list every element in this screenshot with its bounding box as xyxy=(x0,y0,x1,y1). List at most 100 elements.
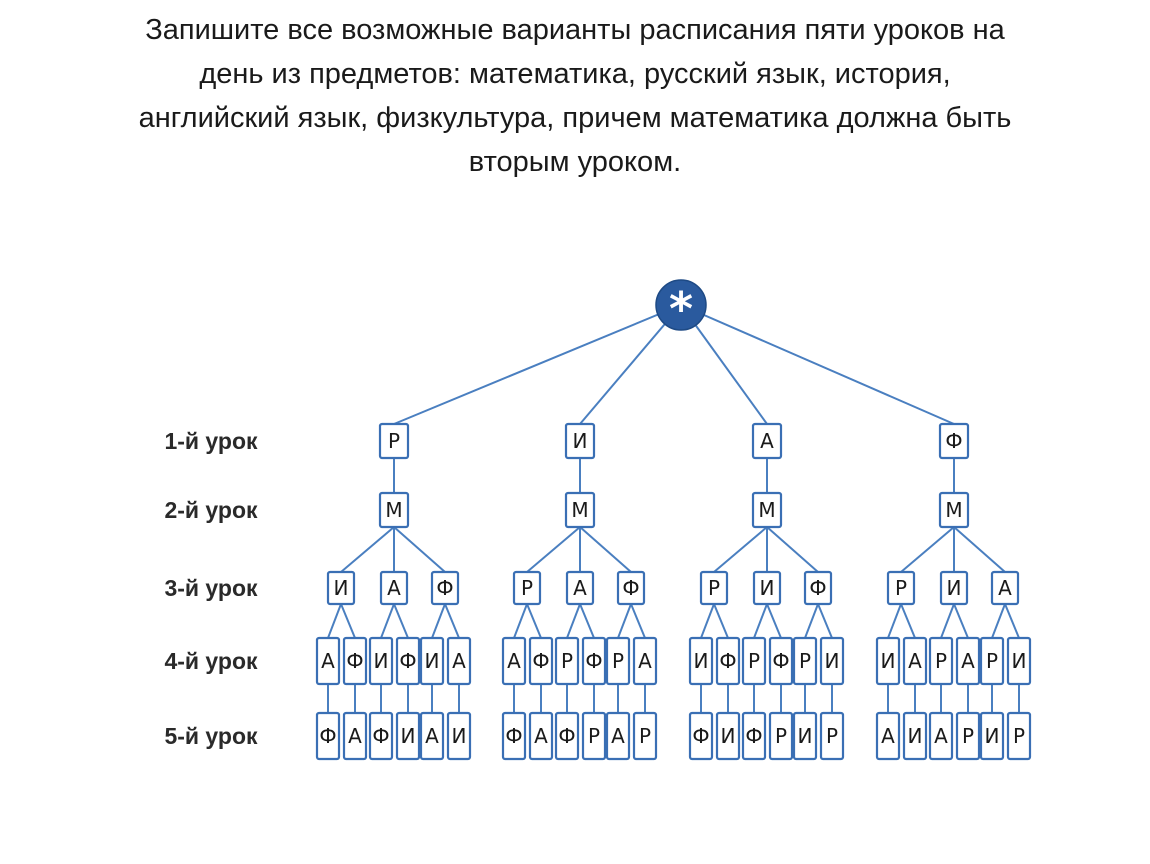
node-box xyxy=(512,570,542,606)
fifth-lesson-node: Р xyxy=(819,711,845,761)
page-title: Запишите все возможные варианты расписан… xyxy=(60,8,1090,184)
node-label: И xyxy=(825,649,840,673)
second-lesson-node: М xyxy=(564,491,596,529)
title-line-4: вторым уроком. xyxy=(468,146,682,178)
node-label: А xyxy=(507,649,521,673)
node-box xyxy=(886,570,916,606)
node-label: И xyxy=(425,649,440,673)
node-label: Ф xyxy=(809,576,826,600)
node-box xyxy=(990,570,1020,606)
node-box xyxy=(395,711,421,761)
node-label: А xyxy=(425,724,439,748)
node-label: А xyxy=(881,724,895,748)
node-label: Ф xyxy=(622,576,639,600)
node-box xyxy=(715,711,741,761)
node-label: И xyxy=(721,724,736,748)
third-lesson-node: А xyxy=(379,570,409,606)
node-label: Ф xyxy=(372,724,389,748)
node-box xyxy=(419,636,445,686)
node-label: И xyxy=(1012,649,1027,673)
fifth-lesson-node: Ф xyxy=(688,711,714,761)
node-box xyxy=(928,711,954,761)
node-label: Р xyxy=(748,649,760,673)
third-lesson-node: И xyxy=(326,570,356,606)
fifth-lesson-node: А xyxy=(419,711,445,761)
edge-third-to-fourth xyxy=(566,603,581,639)
fifth-lesson-node: А xyxy=(875,711,901,761)
node-label: А xyxy=(452,649,466,673)
fourth-lesson-node: Ф xyxy=(528,636,554,686)
edge-third-to-fourth xyxy=(526,603,542,639)
edge-third-to-fourth xyxy=(713,603,729,639)
edge-third-to-fourth xyxy=(1004,603,1020,639)
third-lesson-node: И xyxy=(939,570,969,606)
node-box xyxy=(368,636,394,686)
node-box xyxy=(752,570,782,606)
node-box xyxy=(378,491,410,529)
second-lesson-node: М xyxy=(751,491,783,529)
edge-third-to-fourth xyxy=(887,603,902,639)
fourth-lesson-node: А xyxy=(446,636,472,686)
edge-third-to-fourth xyxy=(991,603,1006,639)
fourth-lesson-node: Ф xyxy=(581,636,607,686)
fourth-lesson-node: А xyxy=(632,636,658,686)
node-box xyxy=(979,636,1005,686)
fifth-lesson-node: Ф xyxy=(741,711,767,761)
node-label: А xyxy=(321,649,335,673)
edge-root-to-first xyxy=(579,304,682,425)
root-circle xyxy=(655,279,707,331)
node-label: Р xyxy=(895,576,907,600)
node-box xyxy=(688,636,714,686)
node-label: Р xyxy=(962,724,974,748)
fourth-lesson-node: И xyxy=(368,636,394,686)
tree-edges xyxy=(327,304,1020,713)
node-label: М xyxy=(758,498,775,522)
edge-third-to-fourth xyxy=(393,603,409,639)
fourth-lesson-node: Р xyxy=(741,636,767,686)
fifth-lesson-node: Ф xyxy=(368,711,394,761)
edge-third-to-fourth xyxy=(340,603,356,639)
node-box xyxy=(342,636,368,686)
fifth-lesson-node: А xyxy=(528,711,554,761)
node-box xyxy=(446,636,472,686)
fifth-lesson-node: И xyxy=(792,711,818,761)
node-label: И xyxy=(452,724,467,748)
node-box xyxy=(688,711,714,761)
node-label: Р xyxy=(986,649,998,673)
node-label: Р xyxy=(639,724,651,748)
node-box xyxy=(315,636,341,686)
node-label: Ф xyxy=(772,649,789,673)
title-line-2: день из предметов: математика, русский я… xyxy=(199,58,951,90)
third-lesson-node: Р xyxy=(512,570,542,606)
node-label: А xyxy=(638,649,652,673)
node-label: И xyxy=(573,429,588,453)
fourth-lesson-node: А xyxy=(955,636,981,686)
node-box xyxy=(632,636,658,686)
first-lesson-node: Р xyxy=(378,422,410,460)
edge-third-to-fourth xyxy=(327,603,342,639)
edge-root-to-first xyxy=(680,304,955,425)
fifth-lesson-node: И xyxy=(715,711,741,761)
node-box xyxy=(326,570,356,606)
node-label: А xyxy=(387,576,401,600)
first-lesson-node: А xyxy=(751,422,783,460)
node-label: И xyxy=(694,649,709,673)
root-star-icon: * xyxy=(669,282,693,336)
fifth-lesson-node: Ф xyxy=(554,711,580,761)
node-box xyxy=(819,711,845,761)
node-box xyxy=(368,711,394,761)
node-label: М xyxy=(571,498,588,522)
node-box xyxy=(581,636,607,686)
node-label: Р xyxy=(775,724,787,748)
fifth-lesson-node: Р xyxy=(1006,711,1032,761)
node-box xyxy=(875,636,901,686)
third-lesson-node: Ф xyxy=(616,570,646,606)
node-label: Р xyxy=(935,649,947,673)
node-label: М xyxy=(385,498,402,522)
node-label: И xyxy=(334,576,349,600)
third-lesson-node: Р xyxy=(886,570,916,606)
node-label: Р xyxy=(826,724,838,748)
node-label: И xyxy=(985,724,1000,748)
node-label: Р xyxy=(561,649,573,673)
fifth-lesson-node: Р xyxy=(581,711,607,761)
